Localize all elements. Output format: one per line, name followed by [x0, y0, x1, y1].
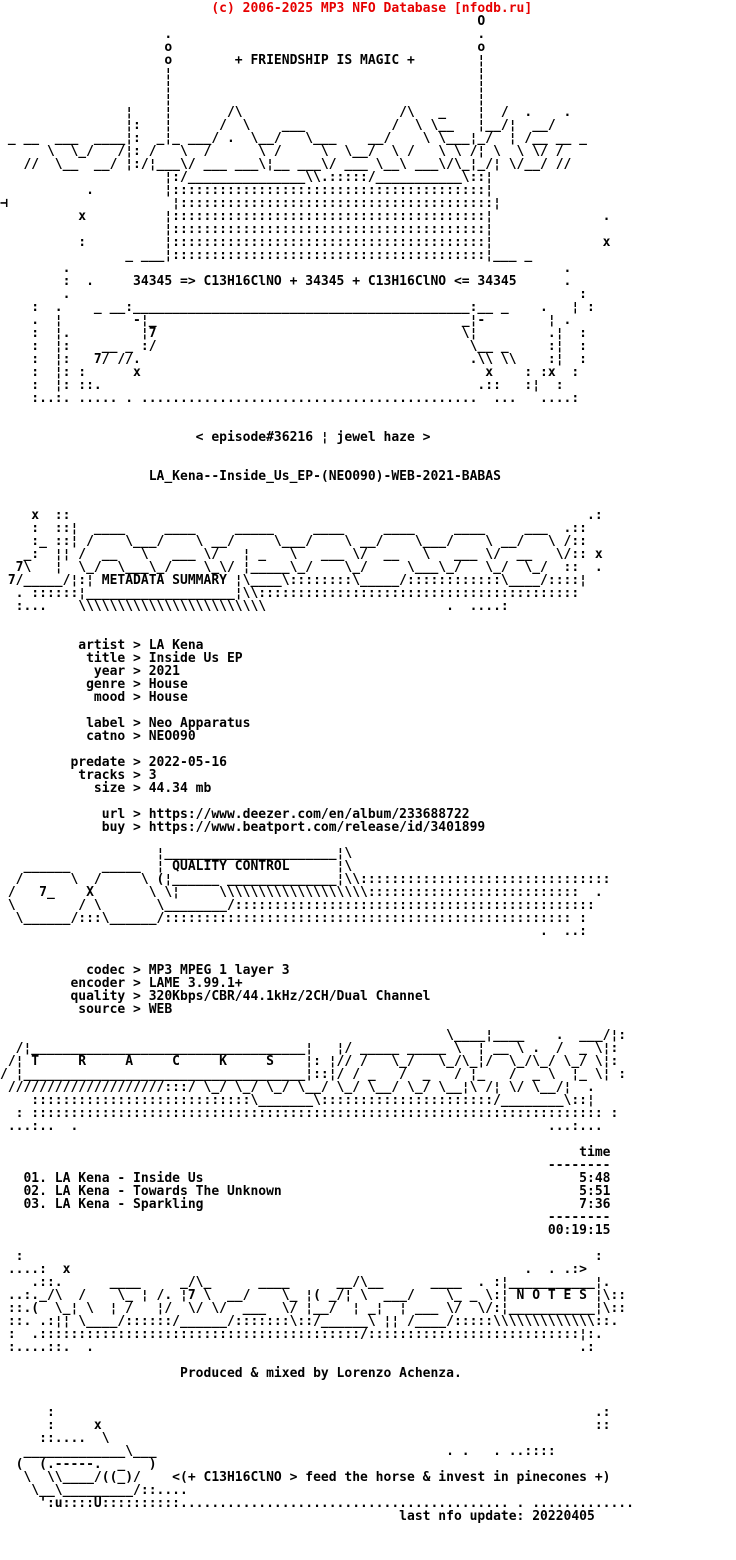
nfo-copyright-header: (c) 2006-2025 MP3 NFO Database [nfodb.ru…: [211, 1, 533, 16]
nfo-document: (c) 2006-2025 MP3 NFO Database [nfodb.ru…: [0, 1, 634, 1524]
nfo-body: O . . o o o + FRIENDSHIP IS MAGIC + ¦: [0, 14, 634, 1524]
